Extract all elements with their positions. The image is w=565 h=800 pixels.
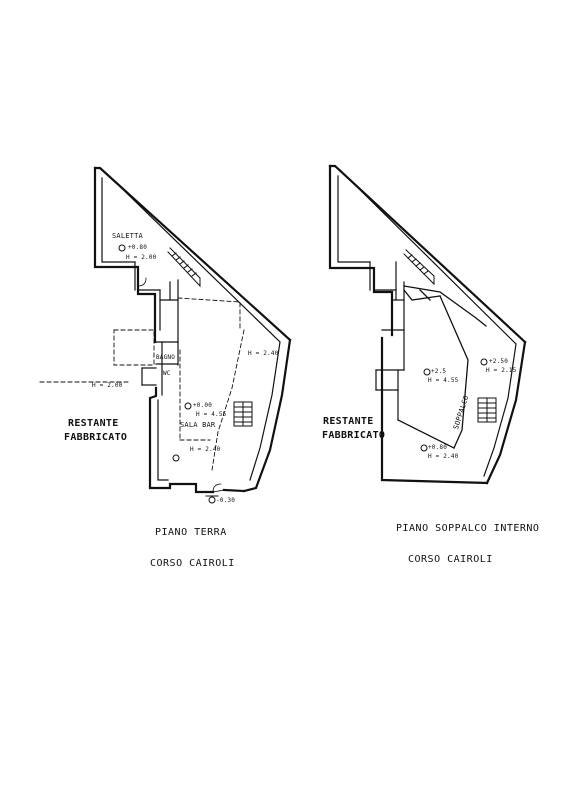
ground-floor-street: CORSO CAIROLI bbox=[150, 558, 235, 569]
ground-floor-stair-upper bbox=[167, 247, 201, 288]
right-remaining-building-line2: FABBRICATO bbox=[322, 430, 386, 441]
wc-label: WC bbox=[163, 370, 171, 377]
saletta-level: +0.80 bbox=[128, 244, 148, 251]
ground-floor-outer-walls bbox=[93, 166, 292, 494]
right-remaining-building-line1: RESTANTE bbox=[323, 416, 374, 427]
ground-floor-dashed-outline bbox=[39, 297, 245, 471]
mezzanine-stair-upper bbox=[403, 249, 435, 286]
saletta-label: SALETTA bbox=[112, 232, 143, 240]
mezzanine-caption: PIANO SOPPALCO INTERNO bbox=[396, 523, 540, 534]
mezzanine-level-markers bbox=[420, 358, 488, 452]
mezzanine-slab-outline bbox=[397, 285, 487, 449]
ground-floor-level-markers bbox=[118, 244, 219, 504]
mezzanine-mid-level: +2.5 bbox=[431, 368, 447, 375]
small-room-label: BAGNO bbox=[156, 354, 176, 361]
ground-floor-doors bbox=[137, 277, 225, 493]
ground-floor-plan bbox=[39, 166, 292, 504]
mezzanine-inner-walls bbox=[337, 169, 517, 477]
mezzanine-outer-walls bbox=[328, 164, 527, 485]
left-remaining-building-line1: RESTANTE bbox=[68, 418, 119, 429]
ground-floor-inner-walls bbox=[101, 171, 281, 481]
mezzanine-right-height: H = 2.15 bbox=[486, 367, 517, 374]
entrance-level: -0.30 bbox=[216, 497, 236, 504]
mezzanine-bottom-level: +0.80 bbox=[428, 444, 448, 451]
sala-bar-label: SALA BAR bbox=[180, 421, 216, 429]
mezzanine-mid-height: H = 4.55 bbox=[428, 377, 459, 384]
mezzanine-bottom-height: H = 2.40 bbox=[428, 453, 459, 460]
mezzanine-plan bbox=[328, 164, 527, 485]
bar-right-height: H = 2.40 bbox=[248, 350, 279, 357]
left-remaining-building-line2: FABBRICATO bbox=[64, 432, 128, 443]
mezzanine-stair-lower bbox=[477, 397, 497, 423]
bar-level: +0.00 bbox=[193, 402, 213, 409]
mezzanine-right-level: +2.50 bbox=[489, 358, 509, 365]
mezzanine-street: CORSO CAIROLI bbox=[408, 554, 493, 565]
ground-floor-caption: PIANO TERRA bbox=[155, 527, 227, 538]
bar-bottom-height: H = 2.40 bbox=[190, 446, 221, 453]
left-height-label: H = 2.00 bbox=[92, 382, 123, 389]
ground-floor-stair-bar bbox=[233, 401, 253, 427]
saletta-height: H = 2.00 bbox=[126, 254, 157, 261]
bar-height: H = 4.55 bbox=[196, 411, 227, 418]
